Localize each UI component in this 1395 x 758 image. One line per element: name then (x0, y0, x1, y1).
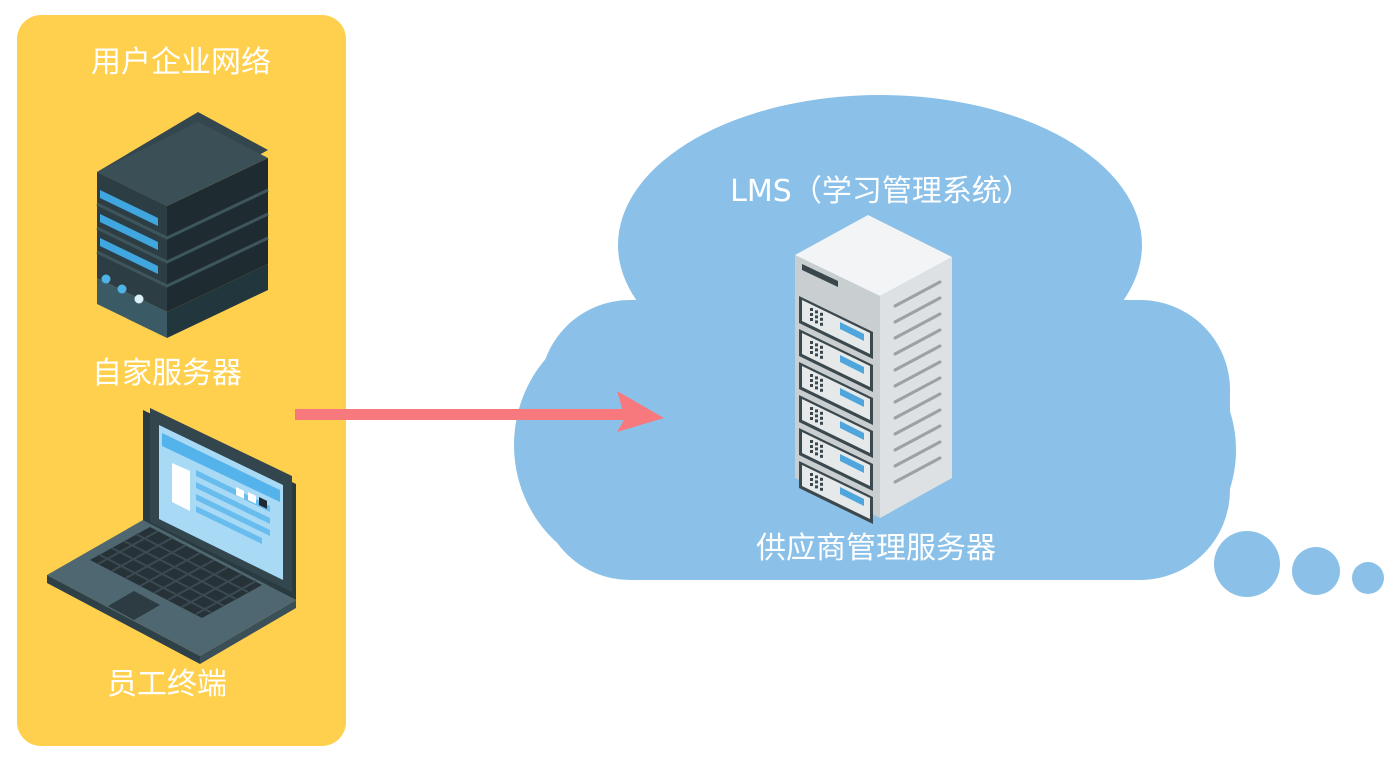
enterprise-network-title: 用户企业网络 (91, 45, 271, 80)
employee-terminal-label: 员工终端 (107, 667, 227, 702)
rack-unit (799, 296, 873, 359)
server-rack-icon (795, 215, 952, 524)
laptop-icon (47, 408, 296, 664)
rack-unit (799, 362, 873, 425)
lms-title: LMS（学习管理系统） (730, 174, 1032, 209)
thought-bubbles (1214, 531, 1384, 597)
own-server-label: 自家服务器 (92, 356, 242, 391)
vendor-server-label: 供应商管理服务器 (756, 531, 996, 566)
rack-unit (799, 329, 873, 392)
connection-arrow (295, 391, 664, 432)
rack-unit (799, 461, 873, 524)
rack-unit (799, 428, 873, 491)
rack-unit (799, 395, 873, 458)
server-stack-icon (96, 112, 269, 338)
